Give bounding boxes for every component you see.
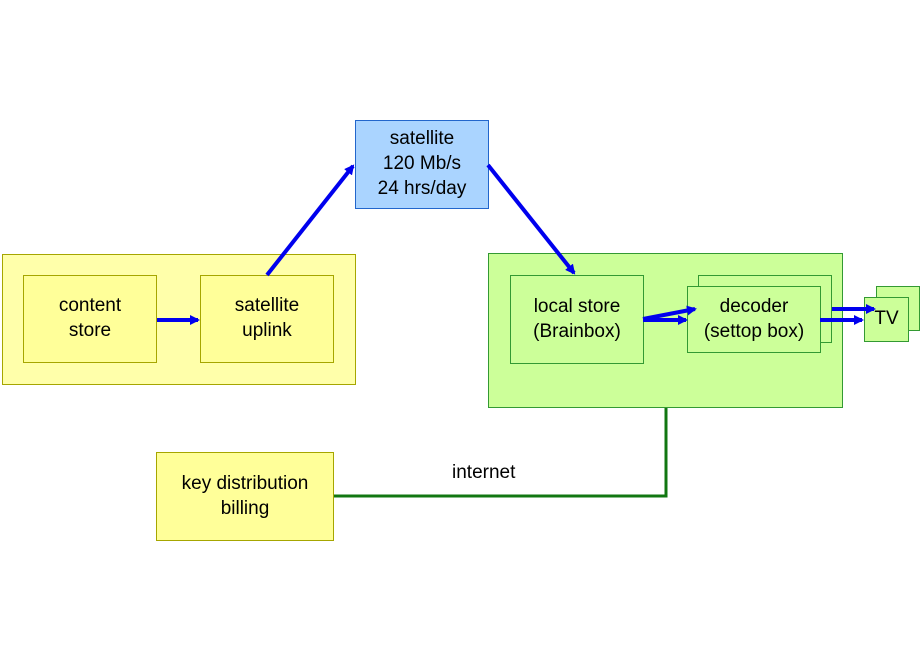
satellite-label-3: 24 hrs/day (377, 177, 467, 199)
tv-label: TV (874, 308, 899, 330)
satellite-box: satellite 120 Mb/s 24 hrs/day (355, 120, 489, 209)
content-store-label-2: store (68, 320, 112, 341)
key-distribution-box: key distribution billing (156, 452, 334, 541)
decoder-box: decoder (settop box) (687, 286, 821, 353)
arrow-satellite-to-local-store (486, 163, 576, 275)
satellite-label-2: 120 Mb/s (382, 153, 462, 175)
content-store-label-1: content (58, 295, 122, 317)
internet-connection-line (334, 408, 668, 498)
internet-label: internet (452, 462, 516, 483)
local-store-label-1: local store (533, 295, 621, 317)
local-store-box: local store (Brainbox) (510, 275, 644, 364)
key-distribution-label-1: key distribution (181, 472, 309, 494)
satellite-label-1: satellite (389, 128, 455, 150)
satellite-uplink-box: satellite uplink (200, 275, 334, 363)
decoder-label-2: (settop box) (703, 320, 805, 342)
content-store-box: content store (23, 275, 157, 363)
arrow-local-to-decoder-top (642, 305, 697, 321)
arrow-uplink-to-satellite (265, 164, 355, 277)
local-store-label-2: (Brainbox) (533, 320, 621, 342)
decoder-label-1: decoder (719, 295, 789, 317)
satellite-uplink-label-2: uplink (242, 320, 292, 341)
satellite-uplink-label-1: satellite (234, 295, 300, 317)
key-distribution-label-2: billing (220, 497, 270, 519)
